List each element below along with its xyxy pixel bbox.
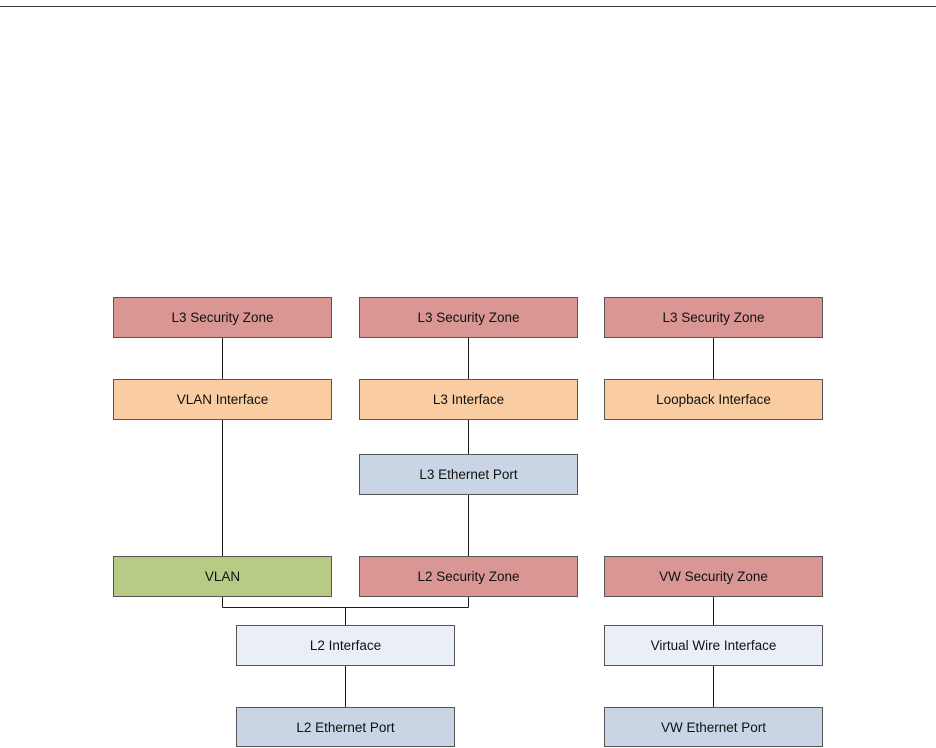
vlan-node: VLAN — [113, 556, 332, 597]
virtual-wire-interface-node: Virtual Wire Interface — [604, 625, 823, 666]
l2-security-zone-node: L2 Security Zone — [359, 556, 578, 597]
loopback-interface-node: Loopback Interface — [604, 379, 823, 420]
vlan-interface-node: VLAN Interface — [113, 379, 332, 420]
l3-security-zone-left: L3 Security Zone — [113, 297, 332, 338]
vw-security-zone-node: VW Security Zone — [604, 556, 823, 597]
l2-ethernet-port-node: L2 Ethernet Port — [236, 707, 455, 747]
l3-interface-node: L3 Interface — [359, 379, 578, 420]
l3-security-zone-center: L3 Security Zone — [359, 297, 578, 338]
vw-ethernet-port-node: VW Ethernet Port — [604, 707, 823, 747]
l2-interface-node: L2 Interface — [236, 625, 455, 666]
l3-ethernet-port-node: L3 Ethernet Port — [359, 454, 578, 495]
top-divider-line — [0, 6, 936, 7]
l3-security-zone-right: L3 Security Zone — [604, 297, 823, 338]
